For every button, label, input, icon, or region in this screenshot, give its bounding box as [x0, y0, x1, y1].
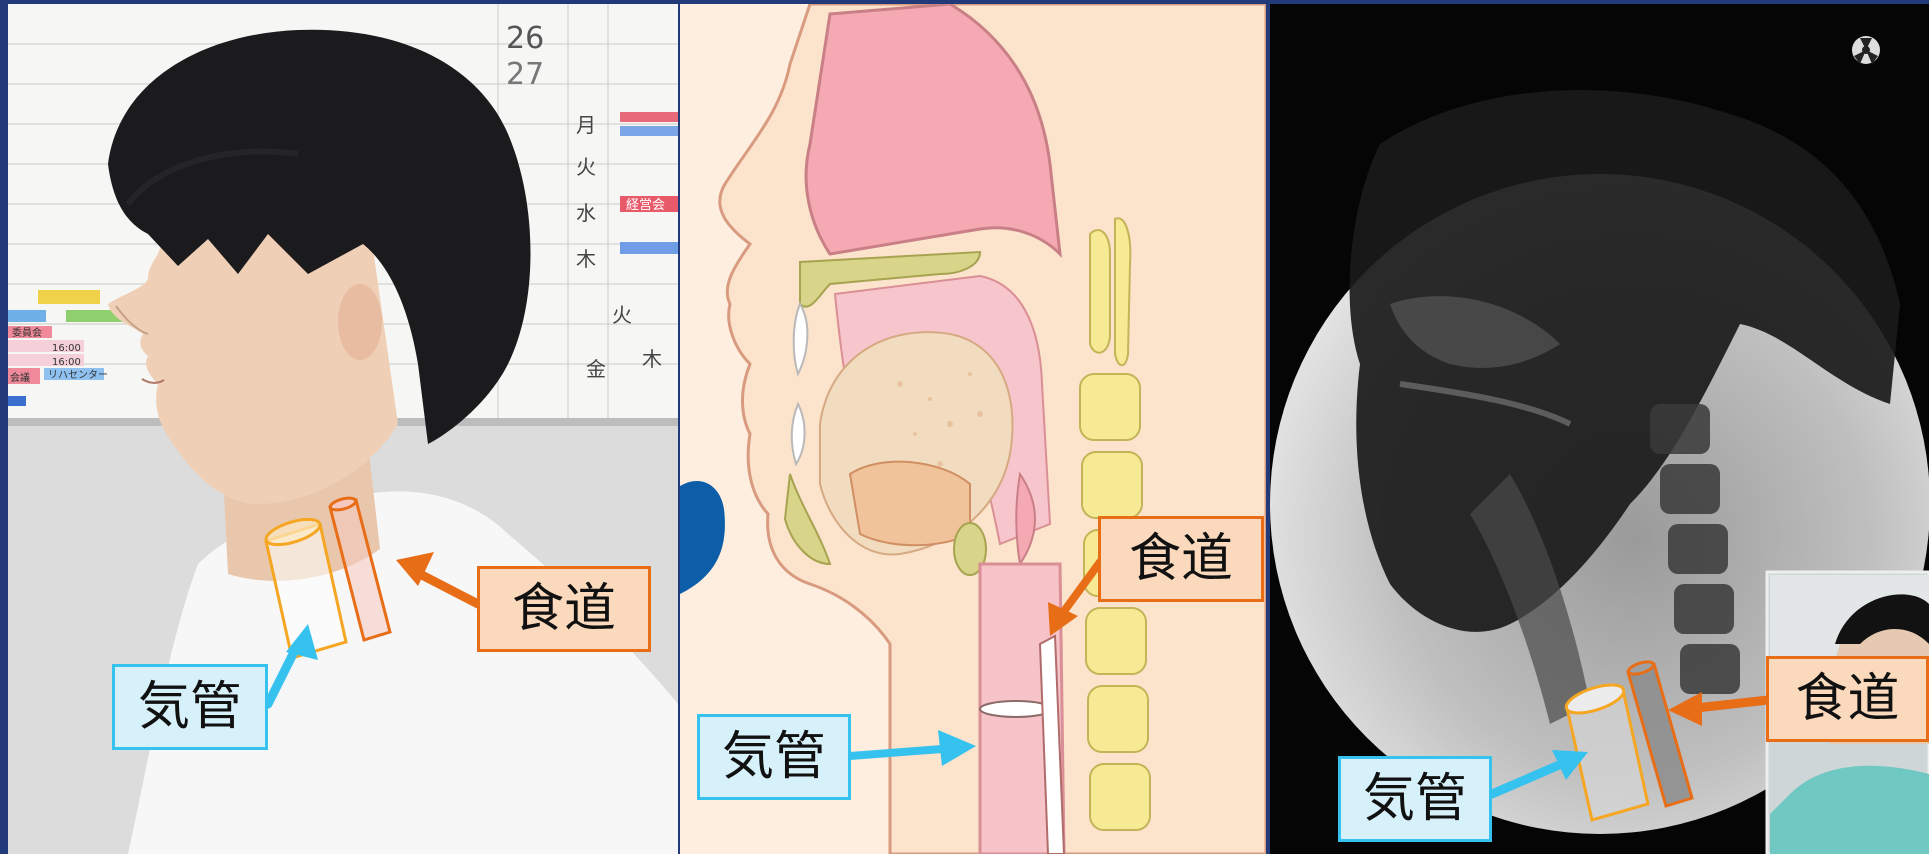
radiation-icon	[1852, 36, 1880, 64]
board-day-mon: 月	[576, 113, 596, 137]
board-magnet	[620, 242, 678, 254]
diagram-panel: 食道 気管	[680, 4, 1266, 854]
board-magnet	[620, 112, 678, 122]
board-note: リハセンター	[48, 369, 108, 381]
board-note: 会議	[10, 371, 30, 384]
board-day-tue-2: 火	[612, 303, 632, 327]
esophagus-label: 食道	[1766, 656, 1929, 742]
board-magnet	[620, 126, 678, 136]
board-number-27: 27	[506, 57, 544, 92]
board-note: 16:00	[52, 357, 81, 368]
ear	[338, 284, 382, 360]
board-note: 16:00	[52, 343, 81, 354]
trachea-label: 気管	[697, 714, 851, 800]
board-day-wed: 水	[576, 201, 596, 225]
trachea-ring	[980, 701, 1052, 717]
board-number-26: 26	[506, 21, 544, 56]
esophagus-label: 食道	[1098, 516, 1264, 602]
trachea-label: 気管	[112, 664, 268, 750]
trachea-label: 気管	[1338, 756, 1492, 842]
esophagus-label: 食道	[477, 566, 651, 652]
photo-panel: 26 27 月 火 水 木 経営会 火 木 金 16:00 16:00 リハセン…	[8, 4, 678, 854]
board-day-tue: 火	[576, 155, 596, 179]
xray-panel: 食道 気管	[1270, 4, 1929, 854]
board-note: 委員会	[12, 326, 42, 339]
board-day-thu-2: 木	[642, 347, 662, 371]
board-day-fri: 金	[586, 357, 606, 381]
board-day-thu: 木	[576, 247, 596, 271]
profile-photo: 26 27 月 火 水 木 経営会 火 木 金 16:00 16:00 リハセン…	[8, 4, 678, 854]
floor-muscle	[850, 462, 970, 546]
board-tag: 経営会	[626, 198, 665, 213]
spoon	[680, 481, 725, 594]
